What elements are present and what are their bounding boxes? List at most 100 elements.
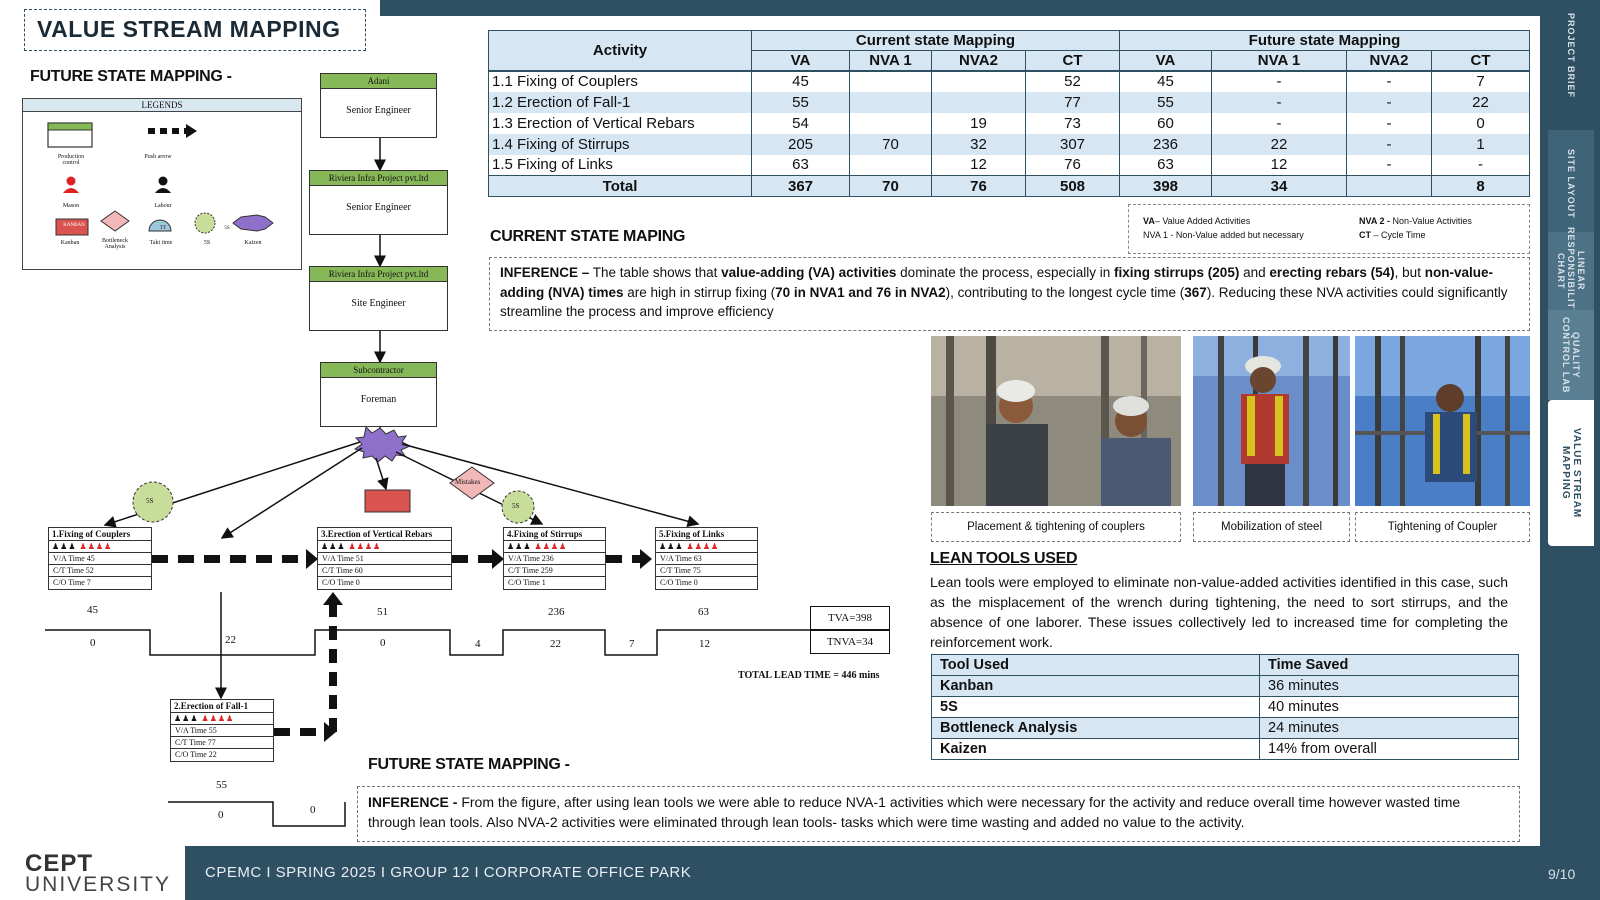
cell [849, 112, 932, 134]
cell: 70 [849, 133, 932, 155]
cell: - [1346, 69, 1432, 92]
process-title: 3.Erection of Vertical Rebars [318, 528, 451, 541]
process-co: C/O Time 1 [508, 578, 546, 587]
page-title: VALUE STREAM MAPPING [24, 9, 366, 51]
subheader: CT [1025, 50, 1120, 71]
tab-site-layout[interactable]: SITE LAYOUT [1548, 130, 1594, 238]
abbr-nva1: NVA 1 - Non-Value added but necessary [1143, 230, 1304, 240]
process-ct: C/T Time 75 [656, 565, 757, 577]
cell: 5S [931, 696, 1260, 718]
org-role: Foreman [360, 394, 397, 405]
cell: - [1211, 112, 1347, 134]
cell: 236 [1119, 133, 1212, 155]
subheader: CT [1431, 50, 1530, 71]
lean-tools-heading: LEAN TOOLS USED [930, 550, 1078, 567]
5s-burst [132, 481, 174, 523]
cell: 7 [1431, 69, 1530, 92]
cell: - [1346, 112, 1432, 134]
photo-steel [1193, 336, 1350, 506]
timeline-fall-va: 55 [216, 779, 227, 791]
tab-project-brief[interactable]: PROJECT BRIEF [1548, 6, 1594, 106]
cell: 24 minutes [1259, 717, 1519, 739]
cell: - [1211, 91, 1347, 113]
process-box-stirrups: 4.Fixing of Stirrups ♟♟♟ ♟♟♟♟ V/A Time 2… [503, 527, 606, 590]
kaizen-burst [353, 425, 412, 463]
cell: 63 [1119, 154, 1212, 176]
cell: - [1346, 91, 1432, 113]
org-role: Site Engineer [351, 298, 406, 309]
subheader: NVA2 [931, 50, 1026, 71]
tab-value-stream-mapping[interactable]: VALUE STREAM MAPPING [1548, 400, 1594, 546]
process-va: V/A Time 55 [171, 725, 273, 737]
process-title: 4.Fixing of Stirrups [504, 528, 605, 541]
cell: Kaizen [931, 738, 1260, 760]
photo-caption: Mobilization of steel [1193, 512, 1350, 542]
cell: 1 [1431, 133, 1530, 155]
abbr-nva2: NVA 2 - Non-Value Activities [1359, 216, 1472, 226]
tab-quality-control-lab[interactable]: QUALITY CONTROL LAB [1548, 310, 1594, 400]
cell: 76 [1025, 154, 1120, 176]
cell: 22 [1211, 133, 1347, 155]
cell: 12 [1211, 154, 1347, 176]
operator-icons: ♟♟♟ ♟♟♟♟ [49, 541, 151, 553]
legend-label-takt-time: Takt time [149, 240, 173, 246]
table-row: 1.1 Fixing of Couplers 45 52 45 - - 7 [488, 69, 1530, 92]
photo-caption: Placement & tightening of couplers [931, 512, 1181, 542]
cell: 8 [1431, 175, 1530, 197]
cell [931, 69, 1026, 92]
photo-caption: Tightening of Coupler [1355, 512, 1530, 542]
process-va: V/A Time 45 [49, 553, 151, 565]
5s-mark: 5S [146, 497, 154, 505]
cell: 0 [1431, 112, 1530, 134]
future-state-heading-2: FUTURE STATE MAPPING - [368, 756, 570, 773]
header-activity: Activity [488, 30, 752, 71]
cell: 508 [1025, 175, 1120, 197]
cell [849, 91, 932, 113]
cell: 34 [1211, 175, 1347, 197]
process-va: V/A Time 63 [656, 553, 757, 565]
abbreviation-key: VA– Value Added Activities NVA 1 - Non-V… [1128, 204, 1530, 254]
process-va: V/A Time 51 [318, 553, 451, 565]
cell: 60 [1119, 112, 1212, 134]
cell [849, 69, 932, 92]
cell: 32 [931, 133, 1026, 155]
cell: - [1211, 69, 1347, 92]
current-state-heading: CURRENT STATE MAPING [490, 228, 686, 245]
timeline-fall-nva: 0 [310, 804, 316, 816]
logo-university: UNIVERSITY [25, 873, 172, 896]
5s-mark: 5S [512, 502, 520, 510]
process-box-links: 5.Fixing of Links ♟♟♟ ♟♟♟♟ V/A Time 63 C… [655, 527, 758, 590]
legend-label-production-control: Production control [57, 154, 85, 166]
tab-linear-responsibility-chart[interactable]: LINEAR RESPONSIBILITY CHART [1548, 227, 1594, 316]
future-state-heading: FUTURE STATE MAPPING - [30, 68, 232, 85]
cell: 76 [931, 175, 1026, 197]
cell: 1.4 Fixing of Stirrups [488, 133, 752, 155]
abbr-ct: CT – Cycle Time [1359, 230, 1426, 240]
cell: - [1431, 154, 1530, 176]
legend-label-push-arrow: Push arrow [144, 154, 172, 160]
cell: 77 [1025, 91, 1120, 113]
photo-couplers [931, 336, 1181, 506]
inference-future-state: INFERENCE - From the figure, after using… [357, 786, 1520, 842]
org-header: Adani [321, 74, 436, 89]
cell: 40 minutes [1259, 696, 1519, 718]
cell: Kanban [931, 675, 1260, 697]
cell [931, 91, 1026, 113]
mistakes-label: Mistakes [455, 478, 481, 486]
cell: 55 [751, 91, 850, 113]
tva-box: TVA=398 [810, 606, 890, 630]
header-time-saved: Time Saved [1259, 654, 1519, 676]
process-co: C/O Time 7 [53, 578, 91, 587]
table-header-row: Tool Used Time Saved [931, 654, 1519, 676]
header-current-state: Current state Mapping [751, 30, 1120, 51]
cell: 52 [1025, 69, 1120, 92]
org-box-subcontractor: Subcontractor Foreman [320, 362, 437, 427]
cell: 307 [1025, 133, 1120, 155]
table-row: Kaizen 14% from overall [931, 738, 1519, 760]
process-ct: C/T Time 259 [504, 565, 605, 577]
cell: 22 [1431, 91, 1530, 113]
subheader: VA [751, 50, 850, 71]
timeline-fall-nva: 0 [218, 809, 224, 821]
cell: 70 [849, 175, 932, 197]
photo-coupler-tightening [1355, 336, 1530, 506]
